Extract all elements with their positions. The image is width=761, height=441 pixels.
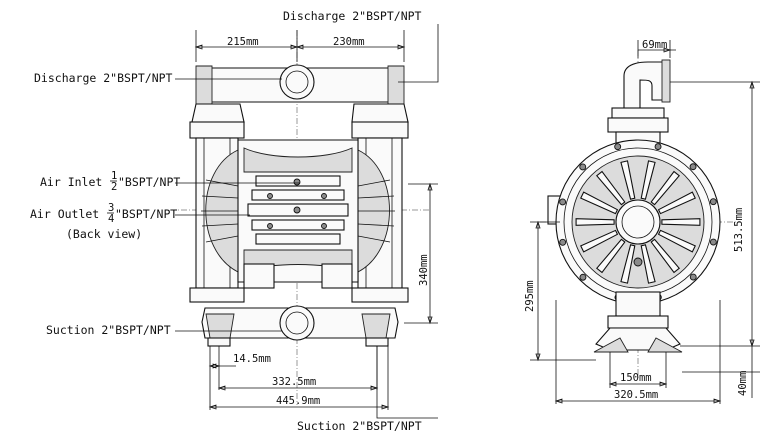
disc-spoke	[640, 160, 656, 200]
disc-bolt	[709, 198, 717, 206]
dim-port-offset: 69mm	[642, 39, 667, 51]
air-inlet-prefix: Air Inlet	[40, 175, 102, 189]
side-view-spokes	[575, 160, 701, 284]
disc-spoke	[620, 160, 636, 200]
dim-base-span: 150mm	[620, 372, 652, 384]
dim-side-height: 513.5mm	[733, 208, 745, 252]
disc-bolt	[689, 163, 697, 171]
air-outlet-suffix: "BSPT/NPT	[115, 207, 177, 221]
dim-height-340: 340mm	[418, 254, 430, 286]
air-inlet-fraction-num: 1	[111, 170, 117, 182]
dim-left-width: 215mm	[227, 36, 259, 48]
disc-spoke	[575, 218, 615, 226]
disc-spoke	[595, 170, 626, 206]
label-discharge-top: Discharge 2"BSPT/NPT	[283, 9, 422, 23]
label-air-outlet: Air Outlet	[30, 207, 99, 221]
disc-bolt	[579, 273, 587, 281]
disc-bolt	[579, 163, 587, 171]
disc-bolt	[654, 143, 662, 151]
disc-bolt	[709, 238, 717, 246]
disc-spoke	[650, 238, 681, 274]
dim-foot-height: 40mm	[737, 371, 749, 396]
disc-spoke	[595, 238, 626, 274]
disc-spoke	[620, 244, 636, 284]
disc-spoke	[657, 229, 696, 253]
air-outlet-prefix: Air Outlet	[30, 207, 99, 221]
dim-side-width: 320.5mm	[614, 389, 658, 401]
air-inlet-fraction-den: 2	[111, 181, 117, 193]
label-back-view: (Back view)	[66, 227, 142, 241]
label-suction-left: Suction 2"BSPT/NPT	[46, 323, 171, 337]
dim-hole-span: 332.5mm	[272, 376, 316, 388]
disc-spoke	[657, 191, 696, 215]
dim-foot-offset: 14.5mm	[233, 353, 271, 365]
disc-bolt	[689, 273, 697, 281]
dim-right-width: 230mm	[333, 36, 365, 48]
label-air-inlet: Air Inlet	[40, 175, 102, 189]
air-outlet-fraction-num: 3	[108, 202, 114, 214]
disc-bolt	[614, 143, 622, 151]
air-inlet-suffix: "BSPT/NPT	[118, 175, 180, 189]
label-discharge-left: Discharge 2"BSPT/NPT	[34, 71, 173, 85]
label-suction-bottom: Suction 2"BSPT/NPT	[297, 419, 422, 433]
right-chamber-ribs	[357, 179, 395, 243]
disc-spoke	[650, 170, 681, 206]
disc-spoke	[661, 218, 701, 226]
disc-bolt	[559, 238, 567, 246]
disc-spoke	[640, 244, 656, 284]
front-view: 215mm 230mm Discharge 2"BSPT/NPT Dischar…	[30, 9, 439, 433]
dim-center-height: 295mm	[524, 280, 536, 312]
side-view-bolts	[559, 143, 717, 301]
side-view: 69mm 513.5mm 40mm 295mm 150mm 320.5mm	[524, 39, 760, 404]
dim-overall-width: 445.9mm	[276, 395, 320, 407]
air-outlet-fraction-den: 4	[108, 213, 114, 225]
disc-spoke	[580, 229, 619, 253]
disc-bolt	[559, 198, 567, 206]
disc-spoke	[580, 191, 619, 215]
